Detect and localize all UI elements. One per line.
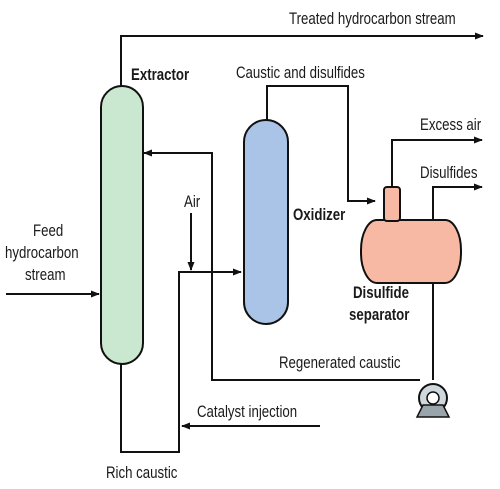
rich-caustic-line	[120, 268, 242, 453]
separator-vessel	[360, 219, 462, 284]
feed-label-line1: Feed	[33, 222, 63, 241]
regenerated-caustic-label: Regenerated caustic	[279, 354, 401, 373]
extractor-column	[100, 85, 144, 365]
separator-dome	[383, 186, 401, 222]
feed-label-line3: stream	[25, 266, 65, 285]
excess-air-label: Excess air	[420, 116, 481, 135]
rich-caustic-label: Rich caustic	[106, 464, 178, 483]
treated-stream-line	[120, 32, 484, 90]
caustic-disulfides-label: Caustic and disulfides	[236, 64, 365, 83]
caustic-disulfides-line	[266, 85, 376, 205]
disulfides-line	[432, 183, 483, 220]
oxidizer-column	[243, 119, 289, 325]
oxidizer-label: Oxidizer	[293, 206, 345, 225]
extractor-label: Extractor	[131, 66, 189, 85]
return-to-extractor-line	[143, 149, 213, 272]
excess-air-line	[391, 136, 483, 187]
separator-label-line2: separator	[349, 306, 409, 325]
separator-label-line1: Disulfide	[353, 284, 409, 303]
air-label: Air	[184, 193, 200, 212]
regenerated-caustic-line	[211, 272, 420, 381]
catalyst-injection-label: Catalyst injection	[197, 403, 297, 422]
disulfides-label: Disulfides	[420, 164, 478, 183]
feed-label-line2: hydrocarbon	[5, 244, 79, 263]
treated-stream-label: Treated hydrocarbon stream	[289, 10, 456, 29]
pump	[415, 383, 451, 418]
